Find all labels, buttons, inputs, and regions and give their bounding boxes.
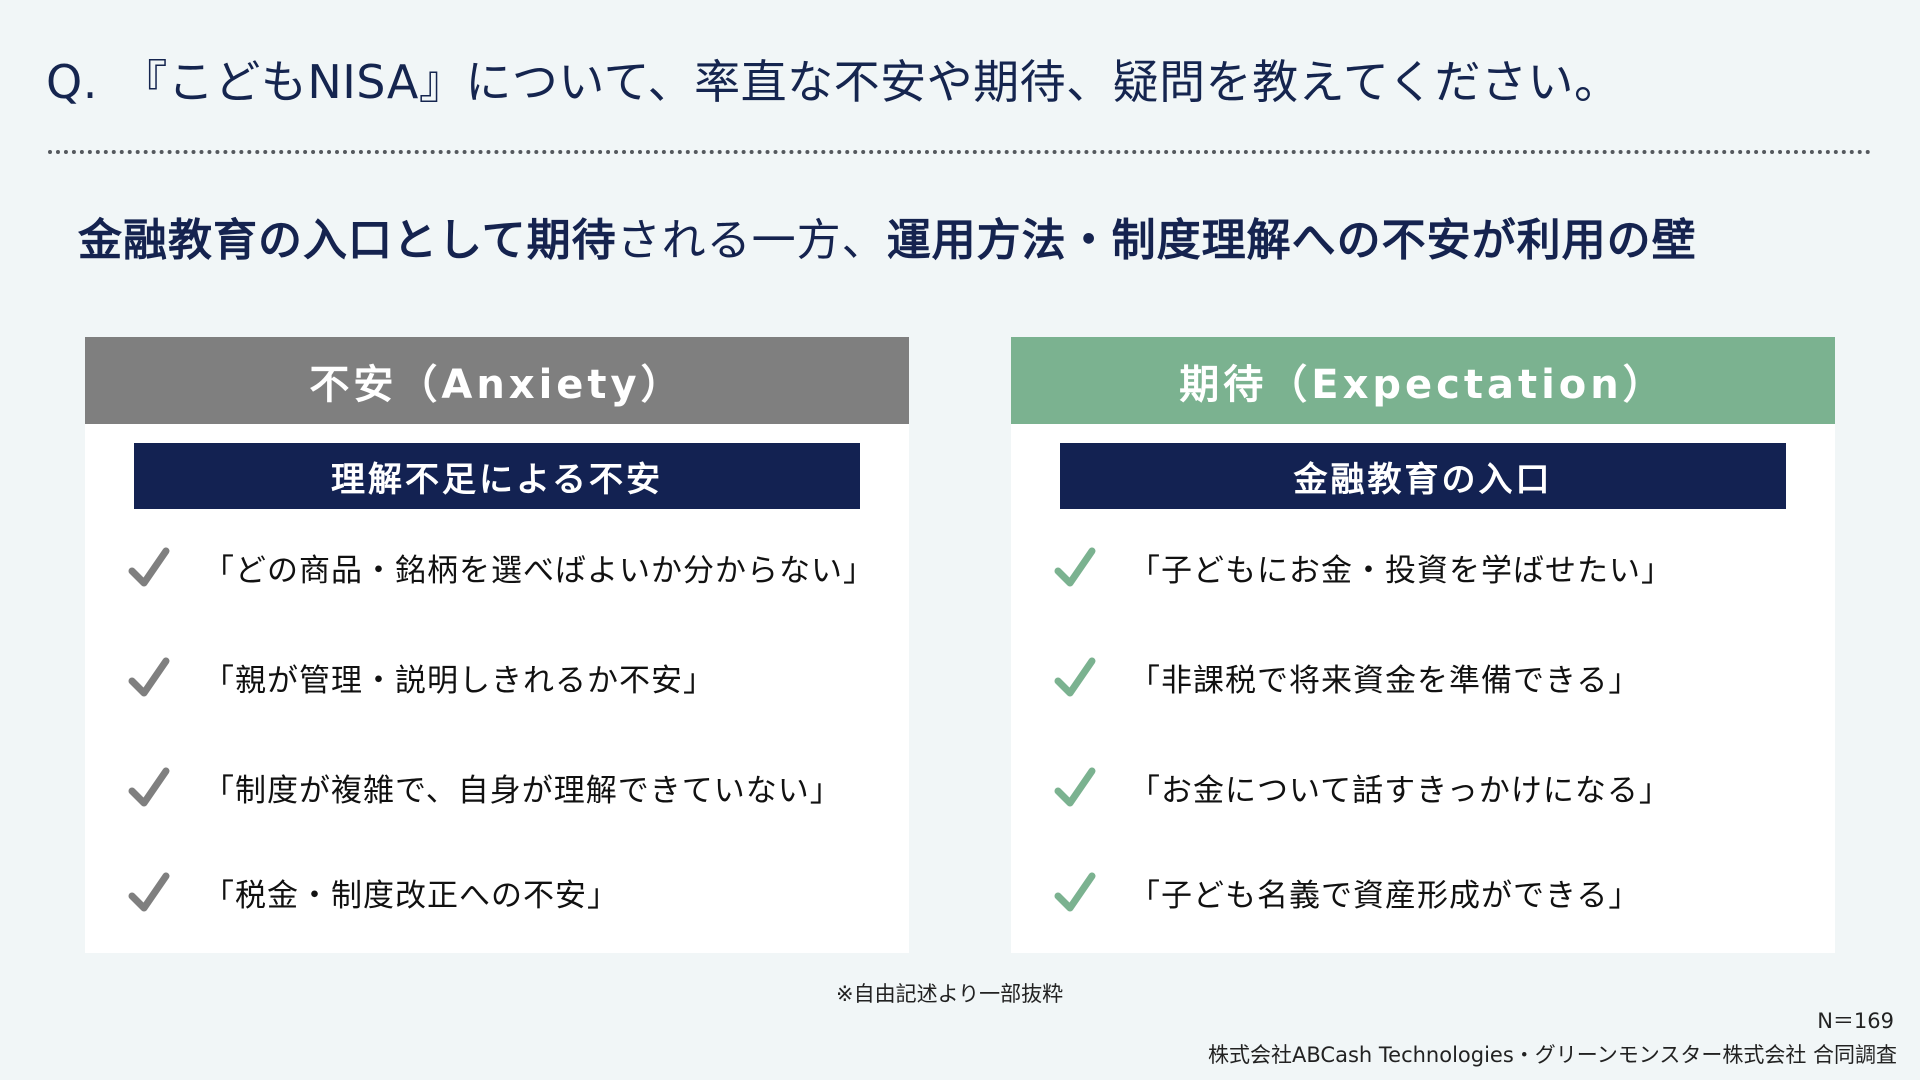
- check-icon: [128, 767, 170, 807]
- excerpt-note: ※自由記述より一部抜粋: [836, 982, 1064, 1006]
- survey-source: 株式会社ABCash Technologies・グリーンモンスター株式会社 合同…: [1208, 1043, 1897, 1067]
- list-item-text: 「どの商品・銘柄を選べばよいか分からない」: [203, 552, 875, 589]
- list-item-text: 「親が管理・説明しきれるか不安」: [203, 662, 715, 699]
- expectation-card: 期待（Expectation） 金融教育の入口 「子どもにお金・投資を学ばせたい…: [1011, 337, 1835, 953]
- anxiety-card-header: 不安（Anxiety）: [85, 337, 909, 424]
- list-item: 「どの商品・銘柄を選べばよいか分からない」: [127, 537, 875, 597]
- list-item: 「制度が複雑で、自身が理解できていない」: [127, 757, 842, 817]
- headline-part-2: される一方、: [616, 215, 887, 266]
- check-icon: [1054, 657, 1096, 697]
- list-item-text: 「制度が複雑で、自身が理解できていない」: [203, 772, 842, 809]
- list-item-text: 「税金・制度改正への不安」: [203, 877, 619, 914]
- list-item-text: 「子どもにお金・投資を学ばせたい」: [1129, 552, 1673, 589]
- headline-part-1: 金融教育の入口として期待: [78, 215, 617, 266]
- anxiety-subheader: 理解不足による不安: [134, 443, 860, 509]
- expectation-subheader: 金融教育の入口: [1060, 443, 1786, 509]
- list-item-text: 「子ども名義で資産形成ができる」: [1129, 877, 1641, 914]
- survey-question: Q. 『こどもNISA』について、率直な不安や期待、疑問を教えてください。: [46, 55, 1621, 109]
- check-icon: [128, 547, 170, 587]
- list-item: 「税金・制度改正への不安」: [127, 862, 619, 922]
- check-icon: [128, 657, 170, 697]
- list-item: 「お金について話すきっかけになる」: [1053, 757, 1671, 817]
- sample-size: N＝169: [1817, 1009, 1894, 1033]
- check-icon: [128, 872, 170, 912]
- check-icon: [1054, 547, 1096, 587]
- headline: 金融教育の入口として期待される一方、運用方法・制度理解への不安が利用の壁: [78, 204, 1838, 268]
- list-item-text: 「お金について話すきっかけになる」: [1129, 772, 1671, 809]
- headline-part-3: 運用方法・制度理解への不安が利用の壁: [886, 215, 1697, 266]
- anxiety-card: 不安（Anxiety） 理解不足による不安 「どの商品・銘柄を選べばよいか分から…: [85, 337, 909, 953]
- list-item: 「子どもにお金・投資を学ばせたい」: [1053, 537, 1673, 597]
- list-item-text: 「非課税で将来資金を準備できる」: [1129, 662, 1641, 699]
- dotted-divider: [48, 150, 1872, 154]
- list-item: 「子ども名義で資産形成ができる」: [1053, 862, 1640, 922]
- list-item: 「親が管理・説明しきれるか不安」: [127, 647, 715, 707]
- check-icon: [1054, 767, 1096, 807]
- expectation-card-header: 期待（Expectation）: [1011, 337, 1835, 424]
- check-icon: [1054, 872, 1096, 912]
- list-item: 「非課税で将来資金を準備できる」: [1053, 647, 1640, 707]
